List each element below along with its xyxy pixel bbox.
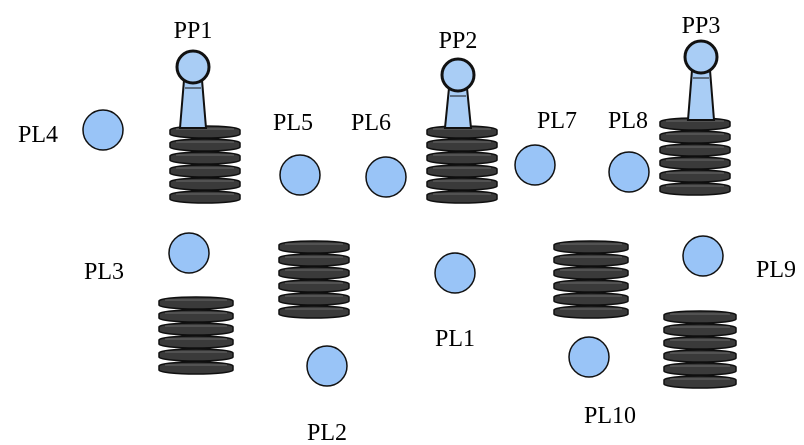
stack-bottom-right xyxy=(663,310,737,389)
disc xyxy=(426,151,498,165)
disc xyxy=(169,151,241,165)
disc xyxy=(278,292,350,306)
peg-shaft xyxy=(178,79,208,129)
disc xyxy=(553,253,629,267)
disc xyxy=(158,296,234,310)
place-pl10-circle xyxy=(568,336,610,378)
peg-pp2-label: PP2 xyxy=(439,28,478,54)
disc xyxy=(659,182,731,196)
peg-pp3 xyxy=(683,39,719,121)
place-pl5-label: PL5 xyxy=(273,110,313,136)
place-pl9-label: PL9 xyxy=(756,257,796,283)
disc xyxy=(169,177,241,191)
place-pl7-circle xyxy=(514,144,556,186)
disc xyxy=(659,156,731,170)
disc xyxy=(169,164,241,178)
disc xyxy=(158,348,234,362)
disc xyxy=(426,177,498,191)
disc xyxy=(663,336,737,350)
place-pl4-label: PL4 xyxy=(18,122,58,148)
disc xyxy=(659,143,731,157)
place-pl4-circle xyxy=(82,109,124,151)
disc xyxy=(158,361,234,375)
stack-pp3 xyxy=(659,117,731,196)
disc xyxy=(169,138,241,152)
place-pl8-label: PL8 xyxy=(608,108,648,134)
peg-pp2 xyxy=(440,57,476,129)
stack-center-left xyxy=(278,240,350,319)
disc xyxy=(659,169,731,183)
disc xyxy=(426,164,498,178)
stack-center-right xyxy=(553,240,629,319)
peg-pp3-label: PP3 xyxy=(682,13,721,39)
place-pl1-label: PL1 xyxy=(435,326,475,352)
disc xyxy=(278,266,350,280)
peg-knob xyxy=(440,57,476,93)
place-pl6-label: PL6 xyxy=(351,110,391,136)
place-pl9-circle xyxy=(682,235,724,277)
disc xyxy=(158,322,234,336)
disc xyxy=(553,292,629,306)
disc xyxy=(663,362,737,376)
disc xyxy=(659,130,731,144)
disc xyxy=(553,279,629,293)
peg-shaft xyxy=(443,87,473,129)
place-pl8-circle xyxy=(608,151,650,193)
disc xyxy=(158,335,234,349)
place-pl3-circle xyxy=(168,232,210,274)
disc xyxy=(169,190,241,204)
stack-pp2 xyxy=(426,125,498,204)
place-pl1-circle xyxy=(434,252,476,294)
peg-pp1-label: PP1 xyxy=(174,18,213,44)
peg-pp1 xyxy=(175,49,211,129)
place-pl2-label: PL2 xyxy=(307,420,347,445)
stack-bottom-left xyxy=(158,296,234,375)
peg-knob xyxy=(683,39,719,75)
disc xyxy=(553,240,629,254)
disc xyxy=(278,279,350,293)
place-pl2-circle xyxy=(306,345,348,387)
disc xyxy=(278,253,350,267)
stack-pp1 xyxy=(169,125,241,204)
disc xyxy=(278,305,350,319)
place-pl10-label: PL10 xyxy=(584,403,636,429)
peg-knob xyxy=(175,49,211,85)
disc xyxy=(426,138,498,152)
place-pl3-label: PL3 xyxy=(84,259,124,285)
disc xyxy=(553,305,629,319)
place-pl6-circle xyxy=(365,156,407,198)
disc xyxy=(553,266,629,280)
disc xyxy=(158,309,234,323)
place-pl5-circle xyxy=(279,154,321,196)
disc xyxy=(663,323,737,337)
disc xyxy=(663,375,737,389)
place-pl7-label: PL7 xyxy=(537,108,577,134)
disc xyxy=(426,190,498,204)
disc xyxy=(663,310,737,324)
disc xyxy=(663,349,737,363)
disc xyxy=(278,240,350,254)
